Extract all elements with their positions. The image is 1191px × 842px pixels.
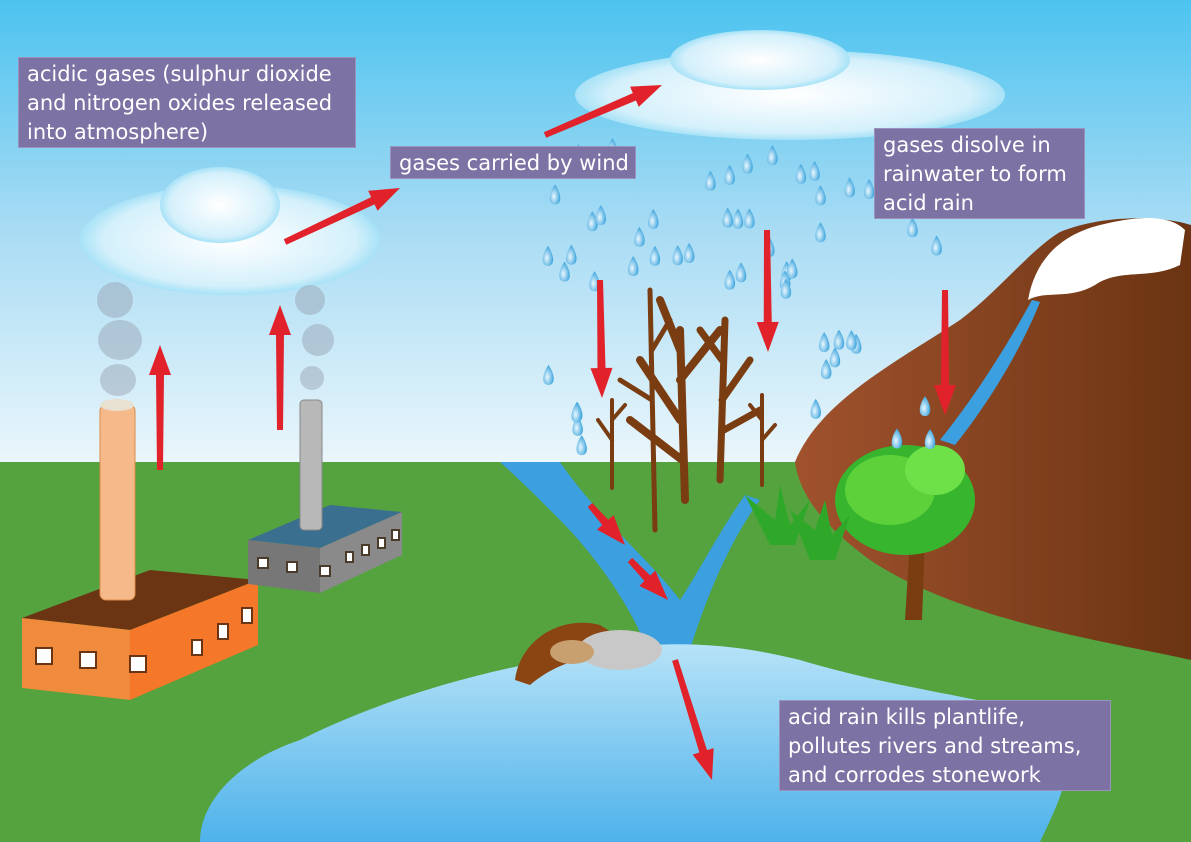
label-line: and corrodes stonework (788, 763, 1041, 787)
raindrop (833, 329, 845, 350)
cloud-right (575, 30, 1005, 140)
red-arrow (543, 85, 662, 138)
raindrop (742, 153, 753, 174)
red-arrow (283, 188, 400, 245)
red-arrow (934, 290, 956, 415)
red-arrow (672, 659, 714, 780)
raindrop (891, 428, 903, 449)
factory-small (248, 399, 402, 593)
label-line: acidic gases (sulphur dioxide (27, 62, 332, 86)
raindrop (795, 163, 807, 184)
raindrop (829, 347, 841, 368)
raindrop (809, 160, 820, 181)
raindrop (634, 226, 645, 247)
smoke (97, 282, 334, 396)
raindrop (705, 170, 716, 191)
raindrop (649, 245, 661, 266)
raindrop (780, 278, 792, 299)
raindrop (722, 207, 733, 228)
raindrop (815, 185, 826, 206)
raindrop (863, 178, 875, 199)
red-arrow (756, 229, 779, 352)
cloud-left (80, 167, 380, 295)
dead-trees (596, 287, 777, 533)
raindrop (820, 359, 832, 380)
red-arrow (149, 345, 171, 470)
label-line: rainwater to form (883, 162, 1067, 186)
arrows (149, 85, 956, 780)
label-dissolve: gases disolve in rainwater to form acid … (874, 128, 1085, 219)
raindrop (732, 208, 744, 229)
raindrop (907, 217, 918, 238)
raindrop (815, 222, 826, 243)
river (200, 462, 1069, 842)
raindrop (595, 205, 607, 226)
raindrop (810, 398, 821, 419)
red-arrow (627, 557, 668, 600)
raindrop (924, 428, 936, 449)
raindrop (931, 235, 942, 256)
raindrop (786, 258, 798, 279)
label-acidic-gases: acidic gases (sulphur dioxide and nitrog… (18, 57, 356, 148)
raindrop (627, 256, 639, 277)
living-tree (835, 445, 975, 620)
raindrop (549, 184, 561, 205)
stone (578, 630, 662, 670)
red-arrow (590, 279, 613, 398)
red-arrow (269, 305, 291, 430)
plants (745, 485, 850, 560)
label-line: acid rain (883, 191, 974, 215)
raindrop (559, 261, 570, 282)
raindrop (543, 364, 554, 385)
raindrop (566, 244, 577, 265)
raindrop (571, 402, 582, 423)
factory-large (22, 399, 258, 700)
label-carried-by-wind: gases carried by wind (390, 146, 636, 179)
red-arrow (587, 503, 625, 545)
raindrop (683, 243, 695, 264)
raindrop (648, 209, 659, 230)
label-line: gases carried by wind (399, 151, 629, 175)
label-line: into atmosphere) (27, 120, 209, 144)
raindrop (846, 330, 857, 351)
raindrop (735, 262, 747, 283)
raindrop (724, 269, 736, 290)
label-line: gases disolve in (883, 133, 1051, 157)
raindrop (672, 245, 683, 266)
label-line: and nitrogen oxides released (27, 91, 333, 115)
label-effects: acid rain kills plantlife, pollutes rive… (779, 700, 1111, 791)
snow-cap (1028, 218, 1185, 300)
mountain-stream (940, 300, 1040, 445)
label-line: pollutes rivers and streams, (788, 734, 1082, 758)
stone-block (550, 640, 594, 664)
raindrops (542, 138, 943, 456)
raindrop (587, 211, 598, 232)
raindrop (818, 332, 830, 353)
raindrop (844, 177, 855, 198)
raindrop (542, 245, 554, 266)
raindrop (724, 165, 735, 186)
raindrop (744, 208, 755, 229)
label-line: acid rain kills plantlife, (788, 705, 1026, 729)
raindrop (919, 396, 931, 417)
raindrop (576, 435, 587, 456)
raindrop (767, 145, 778, 166)
